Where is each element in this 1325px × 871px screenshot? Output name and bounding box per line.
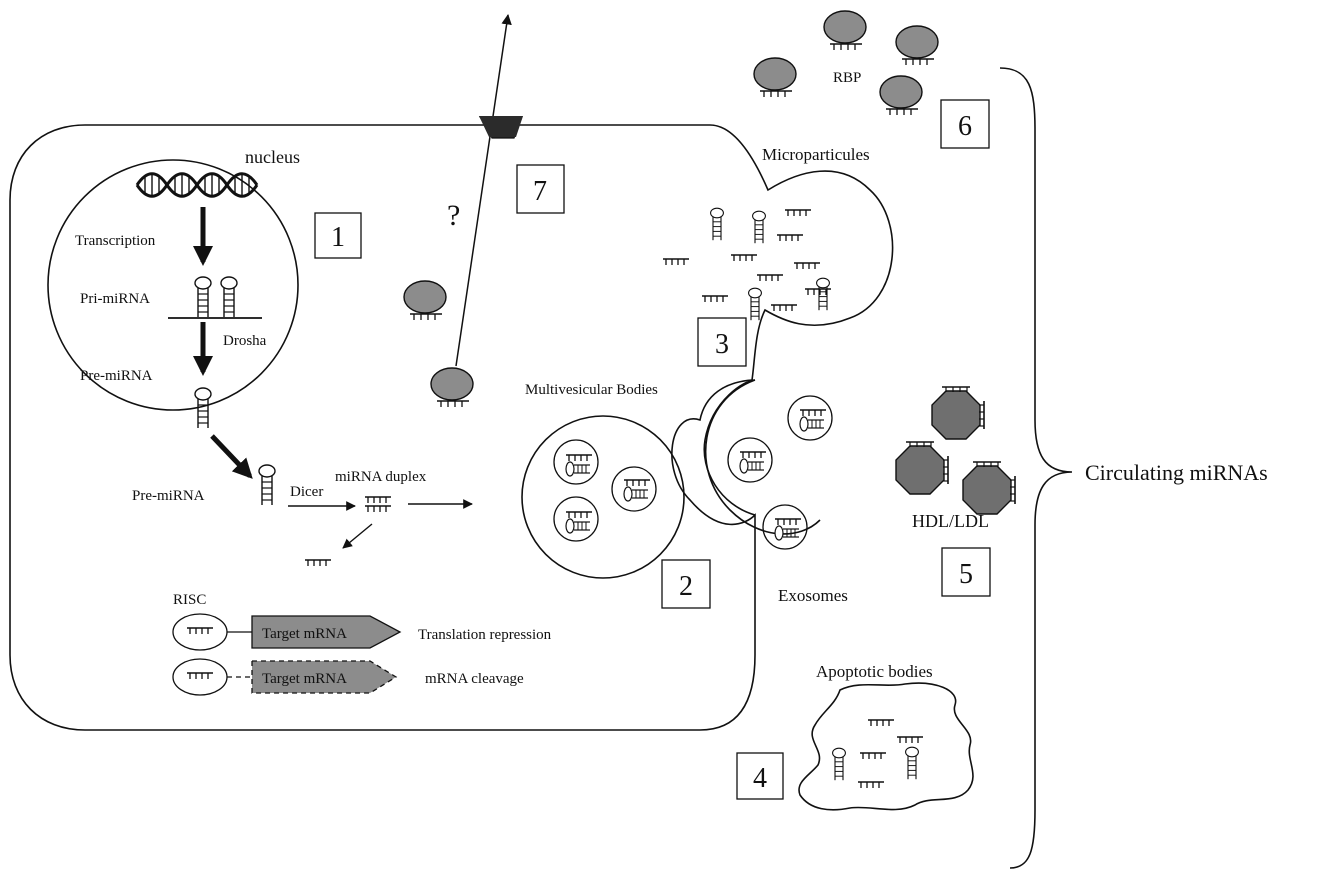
- lipoprotein-icon: [895, 441, 949, 495]
- protein-icon: [403, 280, 447, 321]
- lipoprotein-icon: [931, 386, 985, 440]
- multivesicular-body: [521, 415, 685, 579]
- box-2: 2: [661, 559, 711, 609]
- cell-membrane: [9, 124, 894, 731]
- multivesicular-bodies-label: Multivesicular Bodies: [525, 382, 658, 398]
- mirna-duplex-label: miRNA duplex: [335, 469, 427, 485]
- risc-complex-1: [172, 613, 228, 651]
- box-6-label: 6: [958, 111, 972, 142]
- question-mark: ?: [447, 199, 460, 232]
- mirna-duplex-icon: [364, 496, 392, 513]
- circulating-mirnas-label: Circulating miRNAs: [1085, 460, 1268, 485]
- nucleus: [47, 159, 299, 411]
- box-3-label: 3: [715, 329, 729, 360]
- protein-icon: [753, 57, 797, 98]
- mature-mirna-icon: [304, 559, 332, 567]
- hdl-ldl-label: HDL/LDL: [912, 511, 989, 531]
- box-4: 4: [736, 752, 784, 800]
- risc-mirna-2: [186, 672, 214, 680]
- risc-label: RISC: [173, 592, 206, 608]
- box-5-label: 5: [959, 559, 973, 590]
- apoptotic-body: [798, 682, 974, 811]
- export-arrow: [210, 434, 253, 479]
- exosomes-label: Exosomes: [778, 586, 848, 605]
- box-4-label: 4: [753, 763, 767, 794]
- pre-mirna-nuclear-label: Pre-miRNA: [80, 368, 153, 384]
- box-7: 7: [516, 164, 565, 214]
- box-7-label: 7: [533, 176, 547, 207]
- exosome: [762, 504, 808, 550]
- apoptotic-bodies-label: Apoptotic bodies: [816, 662, 933, 681]
- lipoprotein-icon: [962, 461, 1016, 515]
- dicer-label: Dicer: [290, 484, 323, 500]
- mvb-vesicle: [553, 439, 599, 485]
- mvb-vesicle: [611, 466, 657, 512]
- apoptotic-body-content: [832, 719, 924, 789]
- channel-export-arrow: [455, 13, 512, 367]
- box-1: 1: [314, 212, 362, 259]
- risc-mirna-1: [186, 627, 214, 635]
- pri-mirna-label: Pri-miRNA: [80, 291, 150, 307]
- circulating-brace: [999, 67, 1073, 869]
- mrna-cleavage-label: mRNA cleavage: [425, 671, 524, 687]
- pre-mirna-nuclear-icon: [194, 387, 212, 429]
- exosome: [787, 395, 833, 441]
- pri-mirna-icon: [168, 276, 262, 319]
- protein-icon: [430, 367, 474, 408]
- protein-icon: [895, 25, 939, 66]
- risc-complex-2: [172, 658, 228, 696]
- nucleus-label: nucleus: [245, 147, 300, 167]
- drosha-label: Drosha: [223, 333, 267, 349]
- exosome: [727, 437, 773, 483]
- dna-double-helix-icon: [135, 172, 259, 198]
- translation-repression-label: Translation repression: [418, 627, 552, 643]
- target-mrna-1: [251, 615, 402, 649]
- exosome-release-bulge: [704, 379, 821, 535]
- box-1-label: 1: [331, 222, 345, 253]
- target-mrna-1-label: Target mRNA: [262, 626, 347, 642]
- target-mrna-2-label: Target mRNA: [262, 671, 347, 687]
- rbp-label: RBP: [833, 70, 861, 86]
- pre-mirna-cyto-label: Pre-miRNA: [132, 488, 205, 504]
- box-5: 5: [941, 547, 991, 597]
- box-3: 3: [697, 317, 747, 367]
- microparticule-content: [662, 207, 832, 321]
- box-6: 6: [940, 99, 990, 149]
- exosome-arc: [703, 379, 756, 516]
- unwind-arrow: [342, 523, 373, 549]
- target-mrna-2: [251, 660, 398, 694]
- protein-icon: [879, 75, 923, 116]
- microparticules-label: Microparticules: [762, 145, 870, 164]
- pre-mirna-cyto-icon: [258, 464, 276, 506]
- transcription-label: Transcription: [75, 233, 156, 249]
- box-2-label: 2: [679, 571, 693, 602]
- mvb-vesicle: [553, 496, 599, 542]
- protein-icon: [823, 10, 867, 51]
